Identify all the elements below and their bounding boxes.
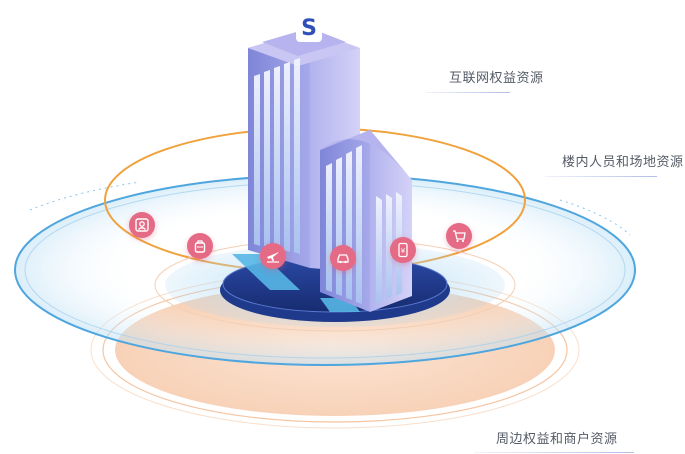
logo-letter: S [301,16,317,41]
svg-text:¥: ¥ [401,247,406,255]
car-icon [330,245,356,271]
internet-label-line [426,92,510,93]
brand-logo: S [296,12,322,42]
surrounding-label-line [474,452,634,453]
phone-yuan-icon: ¥ [390,237,416,263]
surrounding-resources-label: 周边权益和商户资源 [496,432,618,447]
cart-icon [446,223,472,249]
plane-icon [260,243,286,269]
portrait-icon [129,212,155,238]
building-label-line [545,176,657,177]
internet-resources-label: 互联网权益资源 [449,71,544,86]
luggage-icon [187,233,213,259]
building-resources-label: 楼内人员和场地资源 [562,155,684,170]
